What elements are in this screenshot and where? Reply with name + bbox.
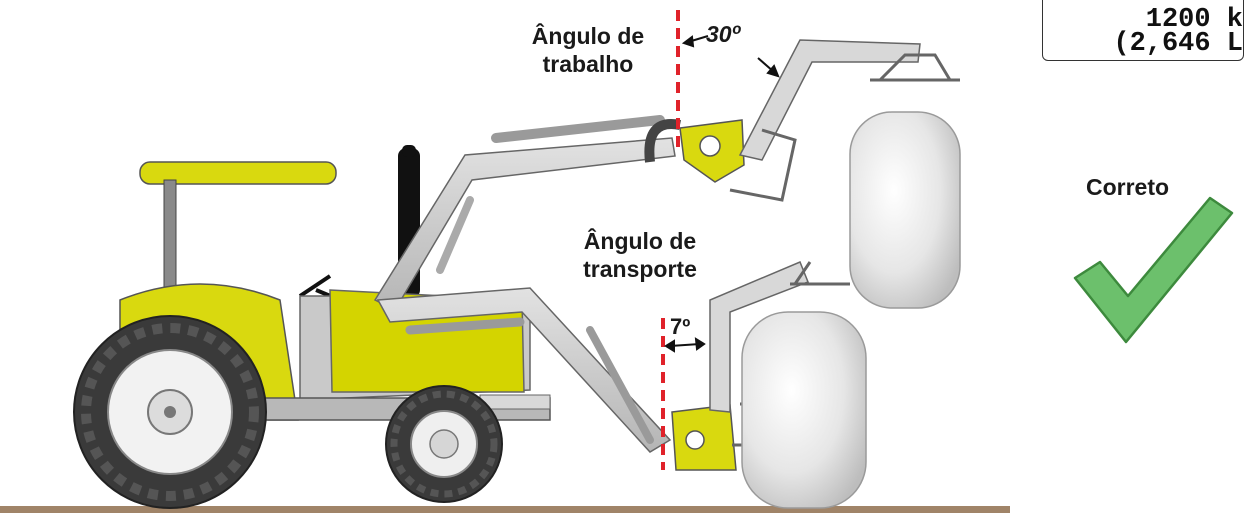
working-angle-line1: Ângulo de bbox=[531, 23, 645, 49]
tractor bbox=[73, 145, 551, 509]
load-capacity-line1: 1200 k bbox=[1145, 5, 1243, 35]
front-tire bbox=[385, 385, 503, 503]
working-angle-label: Ângulo de trabalho bbox=[500, 22, 676, 78]
diagram-svg bbox=[0, 10, 1234, 513]
bale-lowered bbox=[741, 311, 867, 509]
loader-lowered bbox=[376, 261, 867, 509]
handler-arm-lowered bbox=[709, 261, 809, 413]
ground-line bbox=[0, 506, 1010, 513]
cylinder-lowered bbox=[405, 317, 525, 335]
transport-angle-line2: transporte bbox=[583, 256, 697, 283]
rops-canopy bbox=[139, 161, 337, 185]
working-angle-arrows bbox=[681, 35, 780, 78]
transport-angle-value: 7º bbox=[670, 314, 691, 339]
checkmark-icon bbox=[1073, 196, 1234, 344]
transport-angle-label: Ângulo de transporte bbox=[552, 227, 728, 283]
load-capacity-box: 1200 k (2,646 L bbox=[1042, 0, 1244, 61]
working-angle-line2: trabalho bbox=[542, 51, 634, 78]
rear-tire bbox=[73, 315, 267, 509]
working-angle-value: 30º bbox=[706, 21, 740, 47]
load-capacity-line2: (2,646 L bbox=[1113, 29, 1243, 59]
boom-lowered bbox=[376, 287, 672, 453]
bale-raised bbox=[849, 111, 961, 309]
status-label: Correto bbox=[1086, 174, 1170, 200]
cylinder-raised bbox=[491, 115, 665, 143]
transport-angle-arrow bbox=[664, 337, 706, 353]
transport-angle-line1: Ângulo de bbox=[583, 228, 697, 254]
handler-arm-raised bbox=[738, 39, 921, 161]
